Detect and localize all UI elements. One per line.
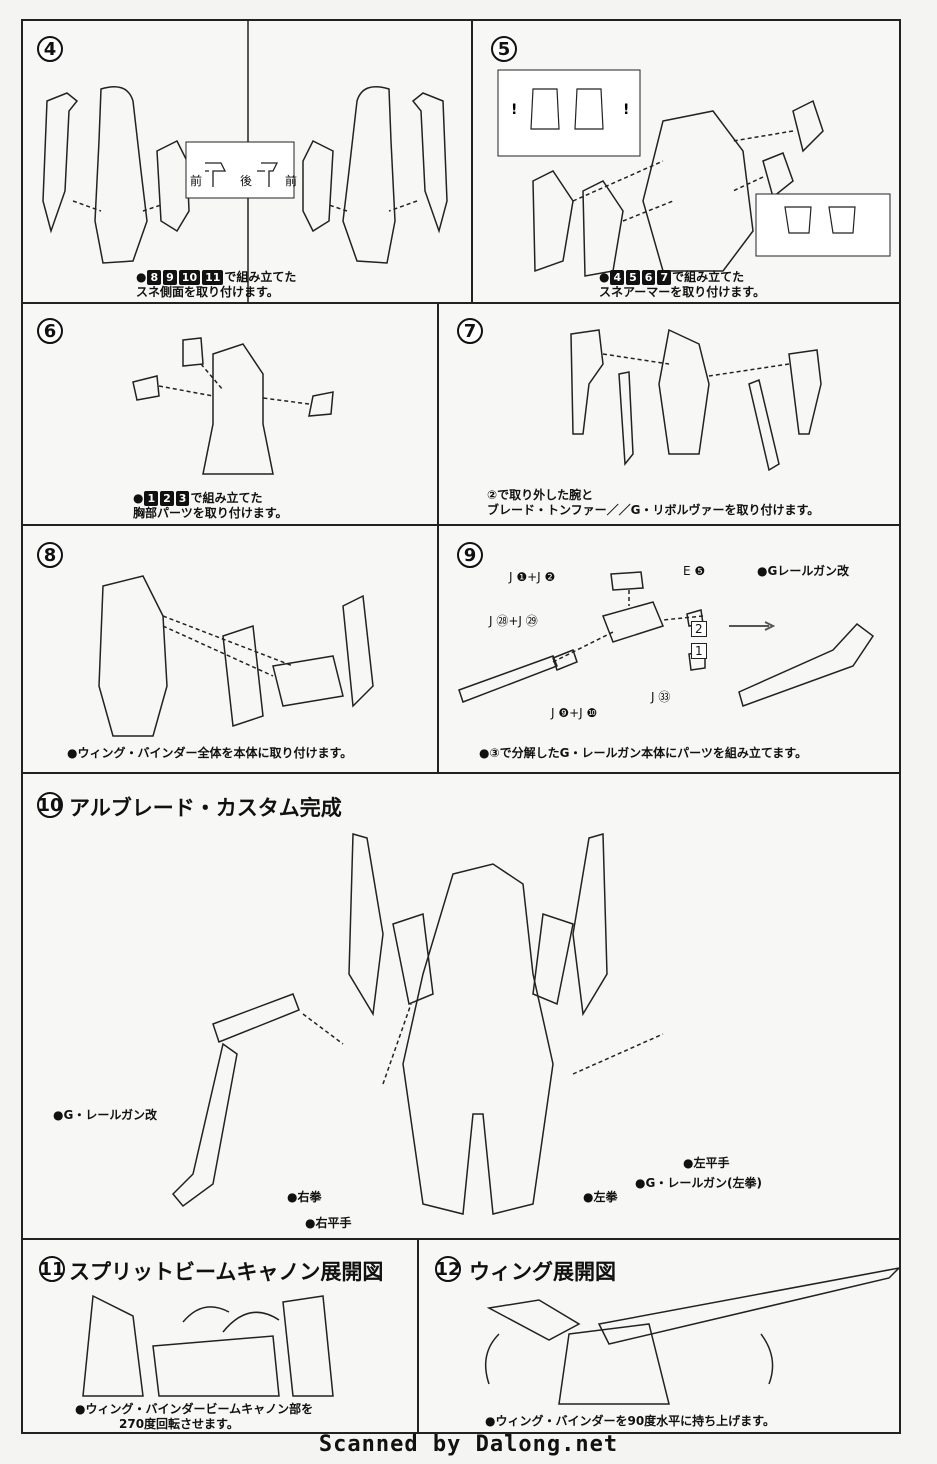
label-j1-j2: J ❶+J ❷ [509,570,556,584]
label-e5: E ❺ [683,564,706,578]
step-9-caption: ●③で分解したG・レールガン本体にパーツを組み立てます。 [479,746,808,760]
label-right-flat-hand: ●右平手 [305,1216,352,1230]
detail-box-bottom [755,193,891,257]
label-j28-j29: J ㉘+J ㉙ [489,614,538,628]
caption-line-1: で組み立てた [190,491,263,505]
step-number: 11 [39,1256,65,1282]
back-label: 後 [240,174,253,188]
step-7-caption: ②で取り外した腕と ブレード・トンファー／／G・リボルヴァーを取り付けます。 [487,488,819,518]
step-number: 9 [457,542,483,568]
step-number: 6 [37,318,63,344]
step-2-box: 2 [691,621,707,637]
caption-line-1: ●ウィング・バインダービームキャノン部を [75,1402,314,1416]
caption-line-1: で組み立てた [672,270,745,284]
part-box: 10 [178,270,201,285]
part-box: 4 [610,270,625,285]
caption-line-2: 270度回転させます。 [119,1417,239,1431]
step-11-title: スプリットビームキャノン展開図 [69,1260,384,1284]
label-g-railgun-kai: ●Gレールガン改 [757,564,849,578]
part-box: 8 [147,270,162,285]
step-10-panel: 10 アルブレード・カスタム完成 ●G・レールガン改 ●右拳 ●右平手 ●左拳 … [21,772,901,1240]
svg-text:!: ! [623,102,629,118]
step-number: 8 [37,542,63,568]
label-g-railgun-kai: ●G・レールガン改 [53,1108,157,1122]
step-number: 10 [37,792,63,818]
step-number: 12 [435,1256,461,1282]
step-number: 5 [491,36,517,62]
step-10-title: アルブレード・カスタム完成 [69,796,342,820]
front-label: 前 [190,174,203,188]
step-12-caption: ●ウィング・バインダーを90度水平に持ち上げます。 [485,1414,775,1428]
part-box: 5 [626,270,640,285]
label-j33: J ㉝ [651,690,671,704]
caption-line-1: で組み立てた [224,270,297,284]
label-left-flat-hand: ●左平手 [683,1156,730,1170]
part-box: 3 [175,491,190,506]
caption-line-2: ブレード・トンファー／／G・リボルヴァーを取り付けます。 [487,503,820,517]
detail-box-top: !! [497,69,641,157]
part-box: 11 [202,270,224,285]
label-left-fist: ●左拳 [583,1190,618,1204]
caption: ウィング・バインダー全体を本体に取り付けます。 [77,746,353,760]
part-box: 9 [163,270,177,285]
completed-model-illustration [171,833,664,1215]
step-number: 4 [37,36,63,62]
label-j9-j10: J ❾+J ❿ [551,706,598,720]
step-12-panel: 12 ウィング展開図 ●ウィング・バインダーを90度水平に持ち上げます。 [417,1238,902,1434]
shin-right-illustration [302,86,448,264]
step-12-title: ウィング展開図 [469,1260,616,1284]
step-8-caption: ●ウィング・バインダー全体を本体に取り付けます。 [67,746,353,760]
caption-line-1: ②で取り外した腕と [487,488,594,502]
arms-weapons-illustration [570,328,822,472]
label-g-railgun-left-fist: ●G・レールガン(左拳) [635,1176,762,1190]
step-number: 7 [457,318,483,344]
step-7-panel: 7 ②で取り外した腕と ブレード・トンファー／／G・リボルヴァーを取り付けます。 [437,302,901,526]
shin-armor-illustration [532,99,824,277]
wing-binder-illustration [98,575,374,737]
front-back-diagram [185,141,295,199]
scan-credit: Scanned by Dalong.net [318,1432,619,1457]
caption-line-2: スネアーマーを取り付けます。 [599,285,766,299]
step-9-panel: 9 J ❶+J ❷ E ❺ ●Gレールガン改 J ㉘+J ㉙ J ❾+J ❿ J… [437,524,901,774]
chest-illustration [132,337,334,475]
part-box: 6 [641,270,656,285]
railgun-assembly-illustration [458,571,875,707]
shin-left-illustration [42,86,190,264]
caption-line-2: 胸部パーツを取り付けます。 [133,506,288,520]
front-label-2: 前 [285,174,298,188]
wing-raise-illustration [484,1266,902,1405]
part-box: 7 [657,270,672,285]
step-1-box: 1 [691,643,707,659]
step-11-panel: 11 スプリットビームキャノン展開図 ●ウィング・バインダービームキャノン部を … [21,1238,419,1434]
step-8-panel: 8 ●ウィング・バインダー全体を本体に取り付けます。 [21,524,439,774]
step-11-caption: ●ウィング・バインダービームキャノン部を 270度回転させます。 [75,1402,313,1432]
part-box: 1 [144,491,159,506]
svg-text:!: ! [511,102,517,118]
caption-line-2: スネ側面を取り付けます。 [136,285,279,299]
beam-cannon-illustration [82,1294,334,1397]
label-right-fist: ●右拳 [287,1190,322,1204]
part-box: 2 [160,491,174,506]
